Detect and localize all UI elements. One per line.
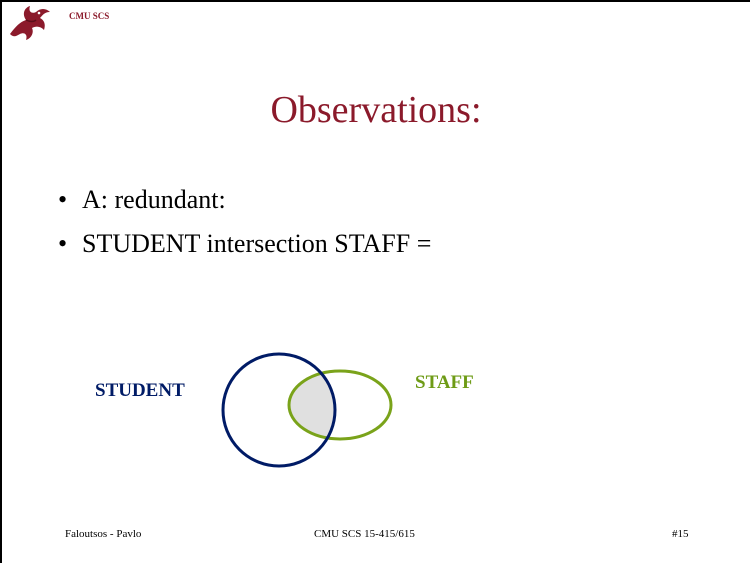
- bullet-item: • A: redundant:: [58, 178, 431, 222]
- bullet-text: STUDENT intersection STAFF =: [82, 229, 432, 258]
- footer-slide-number: #15: [672, 528, 689, 540]
- org-label: CMU SCS: [69, 11, 110, 21]
- staff-set-label: STAFF: [415, 372, 474, 393]
- footer-course: CMU SCS 15-415/615: [314, 528, 415, 540]
- student-set-outline: [221, 352, 337, 468]
- slide-header: CMU SCS: [2, 2, 122, 42]
- dragon-logo-icon: [10, 6, 50, 40]
- bullet-text: A: redundant:: [82, 185, 226, 214]
- staff-set-outline: [287, 369, 393, 441]
- student-set-label: STUDENT: [95, 380, 185, 401]
- slide-title: Observations:: [270, 89, 482, 131]
- bullet-item: • STUDENT intersection STAFF =: [58, 222, 431, 266]
- footer-authors: Faloutsos - Pavlo: [65, 528, 142, 540]
- bullet-marker: •: [58, 229, 68, 258]
- bullet-list: • A: redundant: • STUDENT intersection STA…: [58, 178, 431, 266]
- bullet-marker: •: [58, 185, 68, 214]
